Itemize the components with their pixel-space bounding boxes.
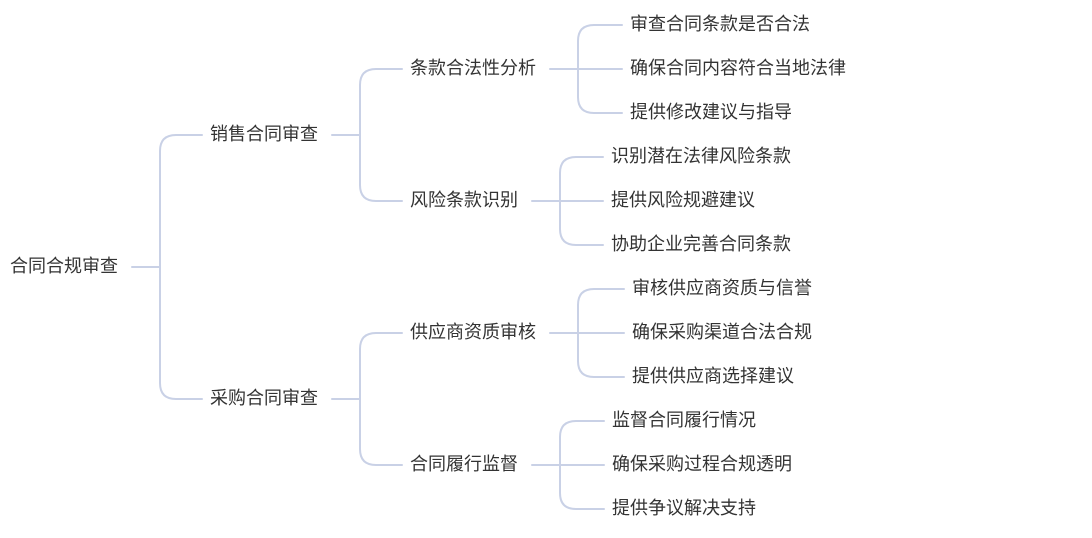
connector-line [359, 398, 403, 466]
connector-line [359, 332, 403, 400]
leaf-node: 提供风险规避建议 [611, 190, 755, 211]
connector-line [577, 332, 625, 378]
node-clause-legality: 条款合法性分析 [410, 58, 536, 79]
connector-line [577, 68, 623, 114]
node-root: 合同合规审查 [10, 256, 118, 277]
leaf-node: 监督合同履行情况 [612, 410, 756, 431]
connector-line [559, 420, 605, 466]
connector-line [159, 266, 203, 400]
leaf-node: 协助企业完善合同条款 [611, 234, 791, 255]
connector-line [559, 464, 605, 510]
connector-line [559, 156, 604, 202]
leaf-node: 审查合同条款是否合法 [630, 14, 810, 35]
leaf-node: 审核供应商资质与信誉 [632, 278, 812, 299]
leaf-node: 确保采购过程合规透明 [612, 454, 792, 475]
leaf-node: 提供供应商选择建议 [632, 366, 794, 387]
connector-line [359, 134, 403, 202]
connector-line [159, 134, 203, 268]
connector-line [359, 68, 403, 136]
connector-line [577, 288, 625, 334]
leaf-node: 确保合同内容符合当地法律 [630, 58, 846, 79]
connector-line [559, 200, 604, 246]
node-supplier-audit: 供应商资质审核 [410, 322, 536, 343]
leaf-node: 确保采购渠道合法合规 [632, 322, 812, 343]
node-purchase-review: 采购合同审查 [210, 388, 318, 409]
leaf-node: 提供争议解决支持 [612, 498, 756, 519]
connector-line [577, 24, 623, 70]
node-risk-clause: 风险条款识别 [410, 190, 518, 211]
node-performance-monitor: 合同履行监督 [410, 454, 518, 475]
leaf-node: 提供修改建议与指导 [630, 102, 792, 123]
leaf-node: 识别潜在法律风险条款 [611, 146, 791, 167]
node-sales-review: 销售合同审查 [210, 124, 318, 145]
